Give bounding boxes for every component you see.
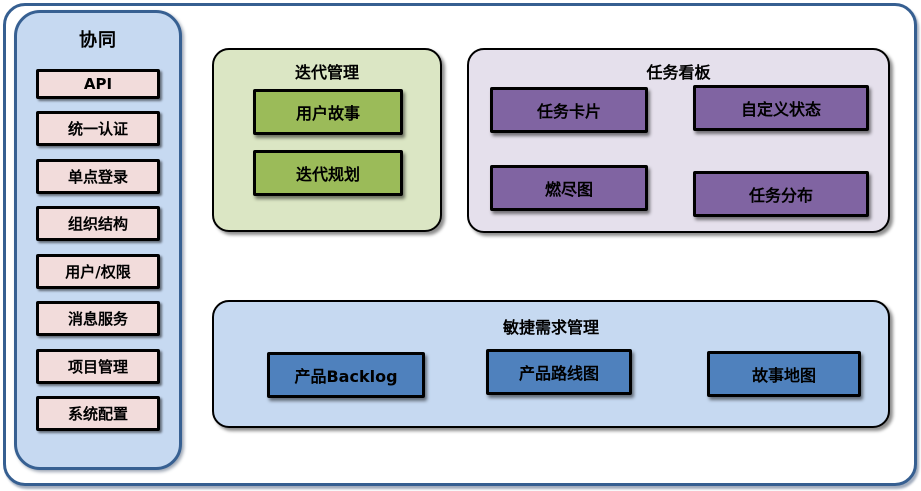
module-burndown-chart: 燃尽图 (490, 165, 648, 211)
sidebar-item-message-service: 消息服务 (36, 301, 160, 337)
module-task-card: 任务卡片 (490, 87, 648, 133)
module-custom-status: 自定义状态 (693, 85, 869, 131)
panel-task-board-title: 任务看板 (646, 63, 711, 82)
sidebar-item-sso: 单点登录 (36, 158, 160, 194)
sidebar-item-unified-auth: 统一认证 (36, 111, 160, 147)
panel-agile-requirements: 敏捷需求管理 产品Backlog 产品路线图 故事地图 (212, 300, 890, 428)
sidebar-item-user-permission: 用户/权限 (36, 253, 160, 289)
module-story-map: 故事地图 (707, 351, 861, 397)
panel-collaboration-title: 协同 (79, 30, 117, 51)
panel-iteration-management: 迭代管理 用户故事 迭代规划 (212, 48, 442, 232)
sidebar-item-list: API 统一认证 单点登录 组织结构 用户/权限 消息服务 项目管理 系统配置 (17, 69, 179, 431)
panel-agile-requirements-title: 敏捷需求管理 (502, 318, 599, 337)
module-product-roadmap: 产品路线图 (486, 349, 632, 395)
sidebar-item-api: API (36, 69, 160, 99)
panel-iteration-management-title: 迭代管理 (294, 63, 359, 82)
outer-frame: 协同 API 统一认证 单点登录 组织结构 用户/权限 消息服务 项目管理 系统… (3, 3, 917, 486)
module-user-story: 用户故事 (253, 89, 403, 135)
panel-task-board: 任务看板 任务卡片 自定义状态 燃尽图 任务分布 (467, 48, 890, 233)
module-iteration-planning: 迭代规划 (253, 150, 403, 196)
module-task-distribution: 任务分布 (693, 171, 869, 217)
panel-collaboration: 协同 API 统一认证 单点登录 组织结构 用户/权限 消息服务 项目管理 系统… (14, 10, 182, 470)
module-product-backlog: 产品Backlog (267, 352, 425, 398)
sidebar-item-project-management: 项目管理 (36, 348, 160, 384)
sidebar-item-system-config: 系统配置 (36, 395, 160, 431)
sidebar-item-org-structure: 组织结构 (36, 206, 160, 242)
